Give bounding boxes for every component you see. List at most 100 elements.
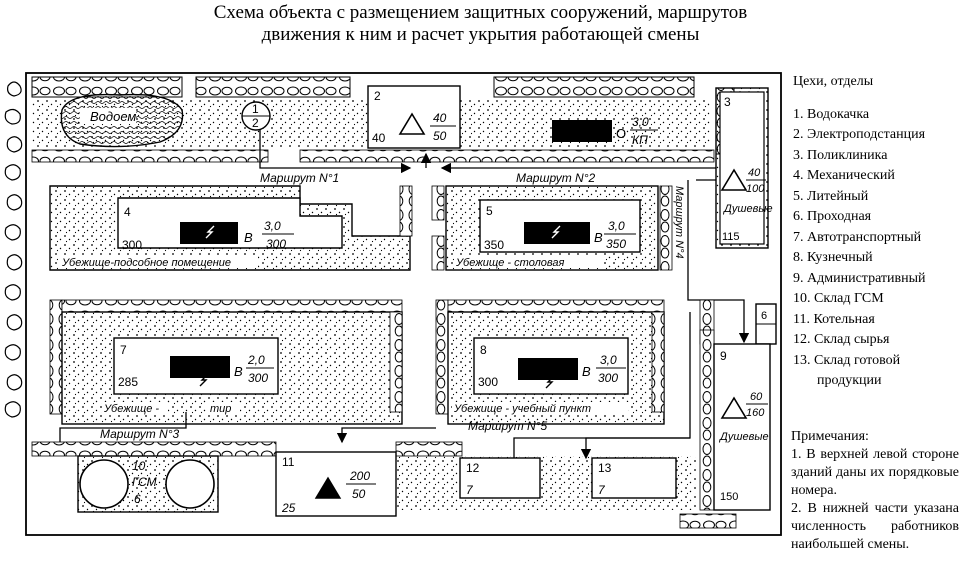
legend-item: 13. Склад готовой: [793, 352, 901, 368]
building-9-count: 150: [720, 491, 738, 503]
building-4-count: 300: [122, 238, 142, 252]
legend-item: 6. Проходная: [793, 209, 872, 224]
building-1-num-top: 1: [252, 102, 259, 116]
legend-item: 1. Водокачка: [793, 106, 870, 122]
building-7: 7 В 2,0 300 285 Убежище - тир: [49, 299, 403, 425]
building-10-label: ГСМ: [132, 475, 157, 489]
legend-item: 7. Автотранспортный: [793, 229, 922, 245]
top-bush-strip: [493, 76, 695, 98]
building-5-count: 350: [484, 238, 504, 252]
title-line-2: движения к ним и расчет укрытия работающ…: [261, 24, 700, 45]
building-7-letter: В: [234, 364, 243, 379]
building-2-number: 2: [374, 89, 381, 103]
building-13-number: 13: [598, 461, 612, 475]
building-8-number: 8: [480, 343, 487, 357]
route-1-label: Маршрут N°1: [260, 171, 339, 185]
building-9-frac-top: 60: [750, 391, 763, 403]
building-11-frac-top: 200: [349, 469, 370, 483]
building-1-num-bottom: 2: [252, 116, 259, 130]
building-2: 2 40 40 50: [367, 85, 461, 149]
top-bush-strip: [195, 76, 351, 98]
building-7-caption-left: Убежище -: [103, 403, 159, 415]
command-post: О 3,0 КП: [552, 115, 658, 147]
building-10: 10 ГСМ 6: [77, 455, 219, 513]
building-7-frac-top: 2,0: [247, 353, 265, 367]
building-12: 12 7: [459, 457, 541, 499]
building-3-label: Душевые: [722, 203, 773, 215]
building-9-frac-bottom: 160: [746, 407, 765, 419]
legend-item: 9. Административный: [793, 270, 926, 286]
legend-item: 11. Котельная: [793, 311, 875, 327]
building-1: 1 2: [241, 101, 271, 131]
building-12-count: 7: [466, 483, 474, 497]
building-3-number: 3: [724, 95, 731, 109]
building-7-count: 285: [118, 375, 138, 389]
route-5: [513, 312, 691, 460]
building-5-number: 5: [486, 204, 493, 218]
building-4: 4 В 3,0 300 300 Убежище-подсобное помеще…: [49, 185, 413, 271]
building-13-count: 7: [598, 483, 606, 497]
workshop-legend: Цехи, отделы 1. Водокачка 2. Электроподс…: [793, 72, 959, 392]
building-7-caption-right: тир: [210, 403, 231, 415]
route-4-label: Маршрут N°4: [673, 186, 685, 259]
legend-item: 8. Кузнечный: [793, 250, 873, 265]
left-tree-line: [4, 81, 23, 418]
building-11-number: 11: [282, 455, 295, 469]
building-8-frac-top: 3,0: [600, 353, 617, 367]
note-2: 2. В нижней части указана численность ра…: [791, 501, 959, 552]
building-8-letter: В: [582, 364, 591, 379]
building-4-caption: Убежище-подсобное помещение: [61, 257, 231, 269]
building-7-frac-bottom: 300: [248, 371, 268, 385]
building-12-number: 12: [466, 461, 480, 475]
title-line-1: Схема объекта с размещением защитных соо…: [213, 2, 748, 23]
building-13: 13 7: [591, 457, 677, 499]
page-title: Схема объекта с размещением защитных соо…: [0, 2, 961, 46]
building-3: 3 40 100 Душевые 115: [715, 87, 773, 249]
building-11-frac-bottom: 50: [352, 487, 366, 501]
route-5-label: Маршрут N°5: [468, 419, 548, 433]
legend-item: 3. Поликлиника: [793, 147, 888, 163]
building-5-frac-top: 3,0: [608, 219, 625, 233]
pond-label: Водоем: [90, 109, 136, 124]
building-8: 8 В 3,0 300 300 Убежище - учебный пункт: [435, 299, 665, 425]
road-bush-strip: [31, 149, 269, 163]
lower-bush-strip: [395, 441, 463, 457]
building-5: 5 В 3,0 350 350 Убежище - столовая: [431, 185, 673, 271]
building-5-caption: Убежище - столовая: [455, 257, 565, 269]
legend-header: Цехи, отделы: [793, 74, 874, 89]
command-post-frac-top: 3,0: [632, 115, 649, 129]
legend-item: 2. Электроподстанция: [793, 127, 926, 142]
legend-item: 5. Литейный: [793, 188, 869, 204]
building-3-count: 115: [722, 231, 740, 243]
building-8-frac-bottom: 300: [598, 371, 618, 385]
route-4: Маршрут N°4: [673, 179, 750, 344]
building-10-count: 6: [134, 492, 141, 506]
building-11-count: 25: [281, 501, 296, 515]
route-1: [259, 130, 432, 174]
building-9-label: Душевые: [718, 431, 769, 443]
command-post-frac-bottom: КП: [632, 133, 648, 147]
building-3-frac-top: 40: [748, 167, 761, 179]
building-7-number: 7: [120, 343, 127, 357]
building-5-letter: В: [594, 230, 603, 245]
building-9-number: 9: [720, 349, 727, 363]
building-8-caption: Убежище - учебный пункт: [453, 403, 591, 415]
route-3: [59, 412, 436, 444]
legend-item: 12. Склад сырья: [793, 332, 890, 347]
building-6-number: 6: [761, 310, 767, 322]
building-2-frac-top: 40: [433, 111, 447, 125]
note-1: 1. В верхней левой стороне зданий даны и…: [791, 447, 959, 498]
building-2-count: 40: [372, 131, 386, 145]
site-plan-diagram: Водоем 1 2 2 40 40 50 О 3,0 КП 3 40 100 …: [4, 72, 782, 536]
legend-item-continuation: продукции: [817, 373, 882, 388]
building-6: 6: [755, 303, 777, 345]
building-10-number: 10: [132, 459, 146, 473]
command-post-letter: О: [616, 126, 626, 141]
building-2-frac-bottom: 50: [433, 129, 447, 143]
building-4-frac-bottom: 300: [266, 237, 286, 251]
building-4-number: 4: [124, 205, 131, 219]
notes: Примечания: 1. В верхней левой стороне з…: [791, 428, 959, 554]
building-11: 11 200 50 25: [275, 451, 397, 517]
building-8-count: 300: [478, 375, 498, 389]
building-4-frac-top: 3,0: [264, 219, 281, 233]
